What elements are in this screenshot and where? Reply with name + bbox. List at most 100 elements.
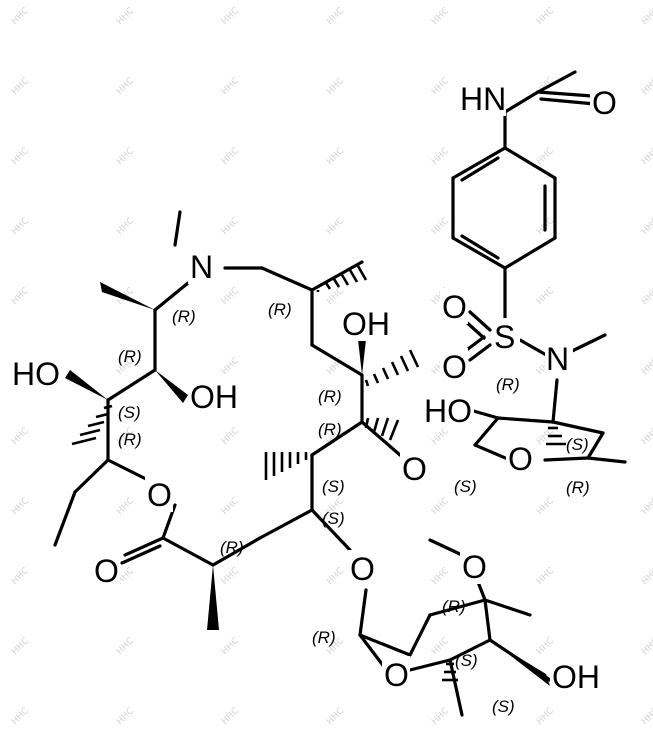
atom-label-o-sulfonyl-1: O bbox=[442, 289, 467, 325]
stereo-label: (R) bbox=[172, 307, 196, 326]
stereo-label: (S) bbox=[118, 403, 141, 422]
watermark-text: HHC bbox=[10, 706, 31, 727]
atom-label-o-lactone: O bbox=[147, 477, 172, 513]
watermark-text: HHC bbox=[10, 636, 31, 657]
watermark-text: HHC bbox=[430, 146, 451, 167]
watermark-text: HHC bbox=[640, 146, 653, 167]
watermark-text: HHC bbox=[220, 566, 241, 587]
stereo-descriptor-layer: (R) (R) (R) (S) (R) (R) (R) (R) (S) (R) … bbox=[118, 300, 590, 716]
watermark-text: HHC bbox=[220, 76, 241, 97]
atom-label-s-sulfonyl: S bbox=[494, 319, 515, 355]
watermark-text: HHC bbox=[220, 426, 241, 447]
stereo-label: (R) bbox=[220, 538, 244, 557]
atom-label-o-acetyl: O bbox=[592, 85, 617, 121]
watermark-text: HHC bbox=[535, 496, 556, 517]
watermark-text: HHC bbox=[220, 6, 241, 27]
watermark-text: HHC bbox=[220, 706, 241, 727]
watermark-text: HHC bbox=[640, 76, 653, 97]
watermark-text: HHC bbox=[10, 286, 31, 307]
watermark-text: HHC bbox=[640, 566, 653, 587]
watermark-text: HHC bbox=[10, 426, 31, 447]
watermark-text: HHC bbox=[640, 636, 653, 657]
watermark-text: HHC bbox=[115, 146, 136, 167]
atom-label-o-glycosidic-3: O bbox=[350, 551, 375, 587]
watermark-text: HHC bbox=[115, 6, 136, 27]
watermark-text: HHC bbox=[220, 496, 241, 517]
watermark-text: HHC bbox=[10, 6, 31, 27]
watermark-text: HHC bbox=[325, 566, 346, 587]
atom-label-n-ring: N bbox=[190, 249, 213, 285]
stereo-label: (R) bbox=[442, 597, 466, 616]
watermark-text: HHC bbox=[220, 636, 241, 657]
watermark-text: HHC bbox=[535, 6, 556, 27]
stereo-label: (S) bbox=[322, 509, 345, 528]
watermark-text: HHC bbox=[325, 76, 346, 97]
bond-layer bbox=[53, 70, 627, 717]
watermark-text: HHC bbox=[10, 76, 31, 97]
atom-label-o-ring-cladinose: O bbox=[384, 657, 409, 693]
watermark-text: HHC bbox=[535, 636, 556, 657]
watermark-text: HHC bbox=[640, 216, 653, 237]
watermark-text: HHC bbox=[115, 76, 136, 97]
watermark-text: HHC bbox=[10, 496, 31, 517]
watermark-text: HHC bbox=[430, 216, 451, 237]
hashed-bond-layer bbox=[71, 265, 566, 682]
watermark-text: HHC bbox=[115, 496, 136, 517]
watermark-text: HHC bbox=[640, 6, 653, 27]
watermark-text: HHC bbox=[640, 286, 653, 307]
stereo-label: (S) bbox=[455, 651, 478, 670]
watermark-text: HHC bbox=[430, 636, 451, 657]
atom-label-nh-amide: HN bbox=[460, 81, 506, 117]
watermark-text: HHC bbox=[115, 706, 136, 727]
watermark-text: HHC bbox=[640, 496, 653, 517]
watermark-text: HHC bbox=[640, 706, 653, 727]
watermark-text: HHC bbox=[640, 426, 653, 447]
atom-label-o-sulfonyl-2: O bbox=[442, 349, 467, 385]
watermark-text: HHC bbox=[430, 426, 451, 447]
watermark-text: HHC bbox=[325, 146, 346, 167]
atom-label-o-ring-desosamine: O bbox=[508, 441, 533, 477]
watermark-text: HHC bbox=[220, 286, 241, 307]
watermark-text: HHC bbox=[115, 216, 136, 237]
stereo-label: (S) bbox=[492, 697, 515, 716]
watermark-text: HHC bbox=[325, 6, 346, 27]
atom-label-ho-c12: HO bbox=[12, 356, 60, 392]
watermark-text: HHC bbox=[10, 566, 31, 587]
atom-label-oh-cladinose: OH bbox=[552, 659, 600, 695]
watermark-text: HHC bbox=[115, 636, 136, 657]
watermark-text: HHC bbox=[430, 706, 451, 727]
stereo-label: (R) bbox=[566, 478, 590, 497]
watermark-text: HHC bbox=[535, 566, 556, 587]
stereo-label: (R) bbox=[118, 430, 142, 449]
stereo-label: (R) bbox=[118, 347, 142, 366]
atom-label-o-methoxy: O bbox=[462, 549, 487, 585]
watermark-text: HHC bbox=[10, 216, 31, 237]
atom-label-ho-desosamine: HO bbox=[424, 393, 472, 429]
watermark-text: HHC bbox=[430, 496, 451, 517]
stereo-label: (R) bbox=[318, 387, 342, 406]
stereo-label: (S) bbox=[566, 435, 589, 454]
watermark-text: HHC bbox=[430, 76, 451, 97]
watermark-text: HHC bbox=[10, 146, 31, 167]
watermark-text: HHC bbox=[325, 286, 346, 307]
watermark-text: HHC bbox=[220, 216, 241, 237]
watermark-text: HHC bbox=[640, 356, 653, 377]
watermark-text: HHC bbox=[220, 356, 241, 377]
atom-label-o-carbonyl-lactone: O bbox=[94, 553, 119, 589]
watermark-text: HHC bbox=[325, 706, 346, 727]
atom-label-layer: HN O O S O N N OH HO OH HO O O O O O O bbox=[10, 80, 618, 695]
stereo-label: (R) bbox=[318, 420, 342, 439]
atom-label-oh-c11: OH bbox=[190, 379, 238, 415]
watermark-text: HHC bbox=[430, 6, 451, 27]
watermark-text: HHC bbox=[535, 286, 556, 307]
watermark-text: HHC bbox=[535, 706, 556, 727]
atom-label-oh-c6: OH bbox=[342, 306, 390, 342]
stereo-label: (R) bbox=[312, 628, 336, 647]
watermark-text: HHC bbox=[430, 566, 451, 587]
atom-label-o-glycosidic-5: O bbox=[402, 451, 427, 487]
watermark-text: HHC bbox=[220, 146, 241, 167]
stereo-label: (S) bbox=[322, 477, 345, 496]
stereo-label: (R) bbox=[268, 300, 292, 319]
stereo-label: (S) bbox=[454, 477, 477, 496]
